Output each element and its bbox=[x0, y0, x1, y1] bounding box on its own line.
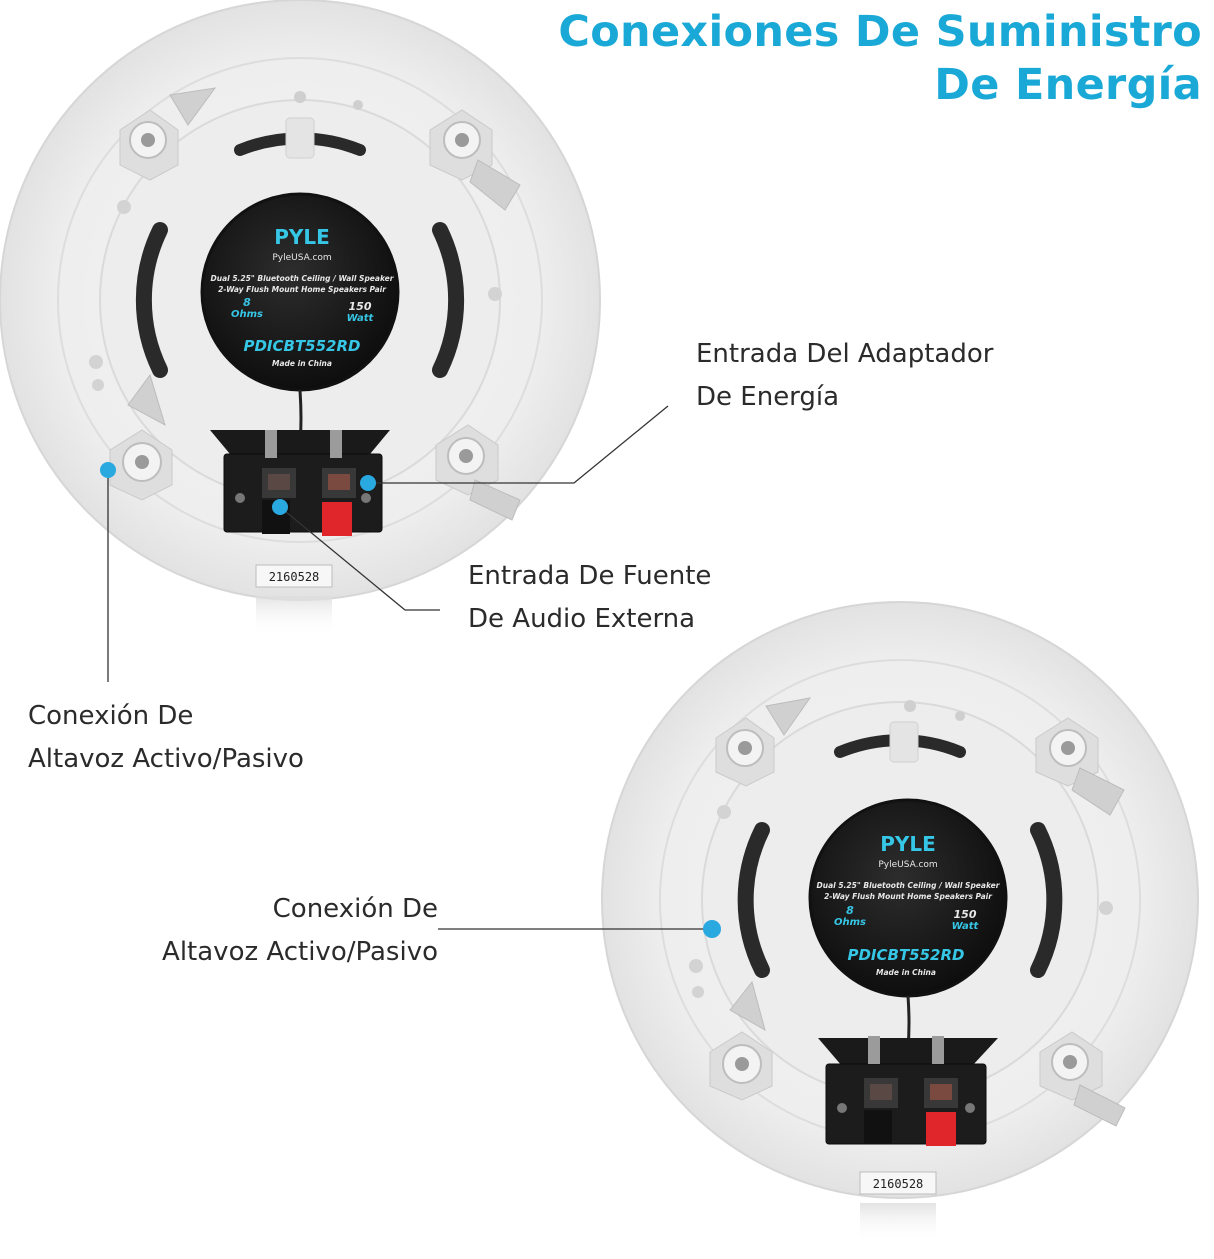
power-value-2: 150 bbox=[954, 908, 977, 921]
callout-dots bbox=[100, 462, 721, 938]
clamp-bottom-left bbox=[109, 373, 173, 501]
leader-power bbox=[368, 405, 669, 484]
impedance-unit: Ohms bbox=[231, 309, 263, 320]
origin: Made in China bbox=[272, 359, 332, 368]
speaker-bottom bbox=[601, 601, 1199, 1243]
description-line1-2: Dual 5.25" Bluetooth Ceiling / Wall Spea… bbox=[817, 881, 1001, 890]
leader-audio bbox=[279, 506, 440, 611]
dot-speaker-bottom bbox=[703, 920, 721, 938]
clamp-top-right bbox=[429, 109, 521, 211]
callout-power-line1: Entrada Del Adaptador bbox=[696, 339, 994, 369]
brand-logo: PYLE bbox=[274, 225, 330, 249]
model-number-2: PDICBT552RD bbox=[847, 946, 964, 964]
clamp2-bottom-right bbox=[1039, 1031, 1126, 1127]
callout-speaker-connection-bottom: Conexión De Altavoz Activo/Pasivo bbox=[100, 888, 438, 974]
callout-speaker-top-line2: Altavoz Activo/Pasivo bbox=[28, 744, 304, 774]
clamp2-bottom-left bbox=[709, 980, 773, 1101]
description-line2: 2-Way Flush Mount Home Speakers Pair bbox=[218, 285, 387, 294]
dot-audio-input bbox=[272, 499, 288, 515]
serial-number-bottom: 2160528 bbox=[873, 1177, 924, 1191]
callout-power-input: Entrada Del Adaptador De Energía bbox=[696, 333, 993, 419]
leader-lines bbox=[107, 405, 712, 930]
page-title-line1: Conexiones De Suministro bbox=[558, 7, 1202, 57]
brand-website: PyleUSA.com bbox=[272, 253, 331, 263]
callout-speaker-connection-top: Conexión De Altavoz Activo/Pasivo bbox=[28, 695, 304, 781]
clamp2-top-right bbox=[1035, 717, 1125, 816]
callout-audio-line1: Entrada De Fuente bbox=[468, 561, 712, 591]
speaker-top bbox=[0, 0, 601, 636]
origin-2: Made in China bbox=[876, 968, 936, 977]
clamp-top-left bbox=[119, 87, 217, 181]
callout-audio-line2: De Audio Externa bbox=[468, 604, 696, 634]
clamp2-top-left bbox=[715, 697, 812, 787]
speaker-label-bottom: PYLE PyleUSA.com Dual 5.25" Bluetooth Ce… bbox=[817, 832, 1001, 977]
page-title: Conexiones De Suministro De Energía bbox=[502, 6, 1202, 112]
impedance-value-2: 8 bbox=[846, 904, 854, 917]
model-number: PDICBT552RD bbox=[243, 337, 360, 355]
impedance-value: 8 bbox=[243, 296, 251, 309]
dot-speaker-top bbox=[100, 462, 116, 478]
serial-number-top: 2160528 bbox=[269, 570, 320, 584]
speaker-label-top: PYLE PyleUSA.com Dual 5.25" Bluetooth Ce… bbox=[211, 225, 395, 368]
callout-audio-input: Entrada De Fuente De Audio Externa bbox=[468, 555, 711, 641]
callout-speaker-bottom-line2: Altavoz Activo/Pasivo bbox=[162, 937, 438, 967]
callout-speaker-top-line1: Conexión De bbox=[28, 701, 194, 731]
clamp-bottom-right bbox=[435, 424, 521, 521]
description-line2-2: 2-Way Flush Mount Home Speakers Pair bbox=[824, 892, 993, 901]
page-title-line2: De Energía bbox=[934, 60, 1202, 110]
callout-power-line2: De Energía bbox=[696, 382, 840, 412]
power-value: 150 bbox=[349, 300, 372, 313]
power-unit: Watt bbox=[347, 313, 375, 324]
callout-speaker-bottom-line1: Conexión De bbox=[272, 894, 438, 924]
description-line1: Dual 5.25" Bluetooth Ceiling / Wall Spea… bbox=[211, 274, 395, 283]
brand-logo-2: PYLE bbox=[880, 832, 936, 856]
power-unit-2: Watt bbox=[952, 921, 980, 932]
dot-power-input bbox=[360, 475, 376, 491]
brand-website-2: PyleUSA.com bbox=[878, 860, 937, 870]
impedance-unit-2: Ohms bbox=[834, 917, 866, 928]
